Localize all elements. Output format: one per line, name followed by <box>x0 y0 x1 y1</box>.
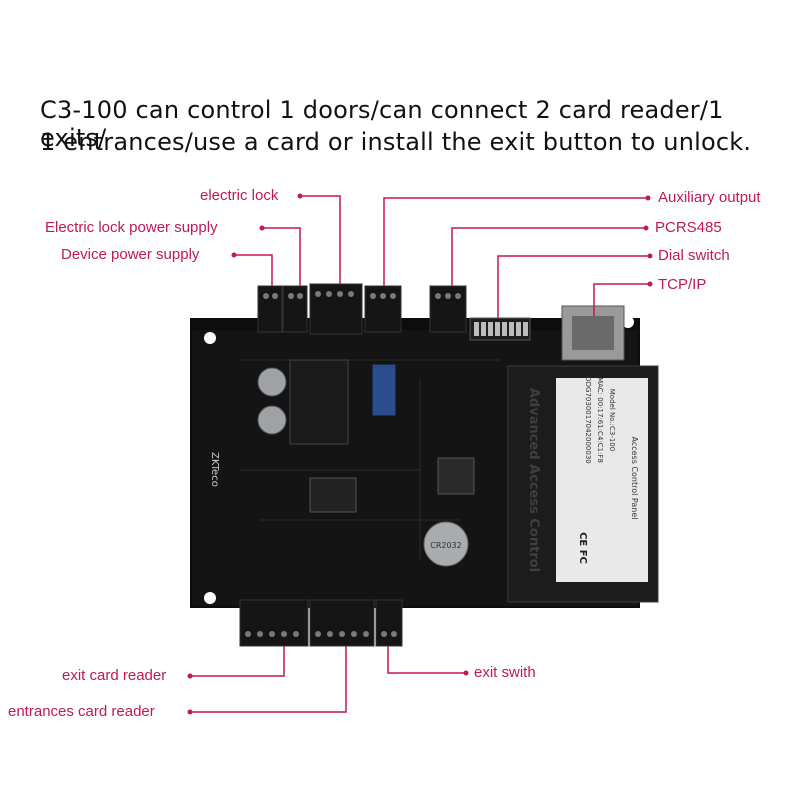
leader-exit-card-reader <box>190 646 285 677</box>
callout-dial-switch: Dial switch <box>658 247 730 264</box>
heading-line-1: C3-100 can control 1 doors/can connect 2… <box>40 96 724 152</box>
callout-entrances-card-reader: entrances card reader <box>8 703 155 720</box>
brand-label: ZKTeco <box>209 452 220 487</box>
leader-device-power <box>234 254 273 286</box>
mount-hole <box>622 316 634 328</box>
mount-hole <box>204 332 216 344</box>
callout-exit-switch: exit swith <box>474 664 536 681</box>
module-title: Advanced Access Control <box>526 388 541 572</box>
battery-label: CR2032 <box>430 541 462 550</box>
mount-hole <box>204 592 216 604</box>
callout-dots <box>187 193 653 715</box>
mcu-chip <box>309 477 357 513</box>
control-module: Advanced Access Control Access Control P… <box>507 365 659 603</box>
coin-battery <box>423 521 469 567</box>
leader-tcp-ip <box>593 283 650 316</box>
leader-entrances-card-reader <box>190 646 347 713</box>
callout-electric-lock: electric lock <box>200 187 279 204</box>
callout-auxiliary-output: Auxiliary output <box>658 189 761 206</box>
leader-electric-lock-power <box>262 227 301 286</box>
leader-pcrs485 <box>451 227 646 286</box>
rj45-port <box>561 305 625 361</box>
callout-device-power-supply: Device power supply <box>61 246 200 263</box>
bottom-terminals <box>239 599 403 647</box>
callout-lines <box>190 195 650 713</box>
label-title: Access Control Panel <box>630 437 639 520</box>
leader-dial-switch <box>497 255 650 318</box>
top-terminals <box>257 283 467 335</box>
relay-blue <box>371 363 397 417</box>
dip-switch <box>469 317 531 341</box>
callout-electric-lock-power-supply: Electric lock power supply <box>45 219 218 236</box>
leader-exit-switch <box>387 646 466 674</box>
leader-auxiliary-output <box>383 197 648 286</box>
callout-exit-card-reader: exit card reader <box>62 667 167 684</box>
chip <box>437 457 475 495</box>
callout-pcrs485: PCRS485 <box>655 219 722 236</box>
callout-tcp-ip: TCP/IP <box>658 276 707 293</box>
model-number: Model No.:C3-100 <box>608 389 616 451</box>
leader-electric-lock <box>300 195 341 284</box>
relay <box>289 359 349 445</box>
mac-address: MAC: 00:17:61:C4:C1:F8 <box>596 377 604 463</box>
product-label <box>556 378 648 582</box>
serial-number: DDG7030017042000030 <box>584 376 592 463</box>
capacitor <box>257 405 287 435</box>
certification-marks: CE FC <box>577 532 588 564</box>
heading-line-2: 1 entrances/use a card or install the ex… <box>40 128 752 156</box>
capacitor <box>257 367 287 397</box>
